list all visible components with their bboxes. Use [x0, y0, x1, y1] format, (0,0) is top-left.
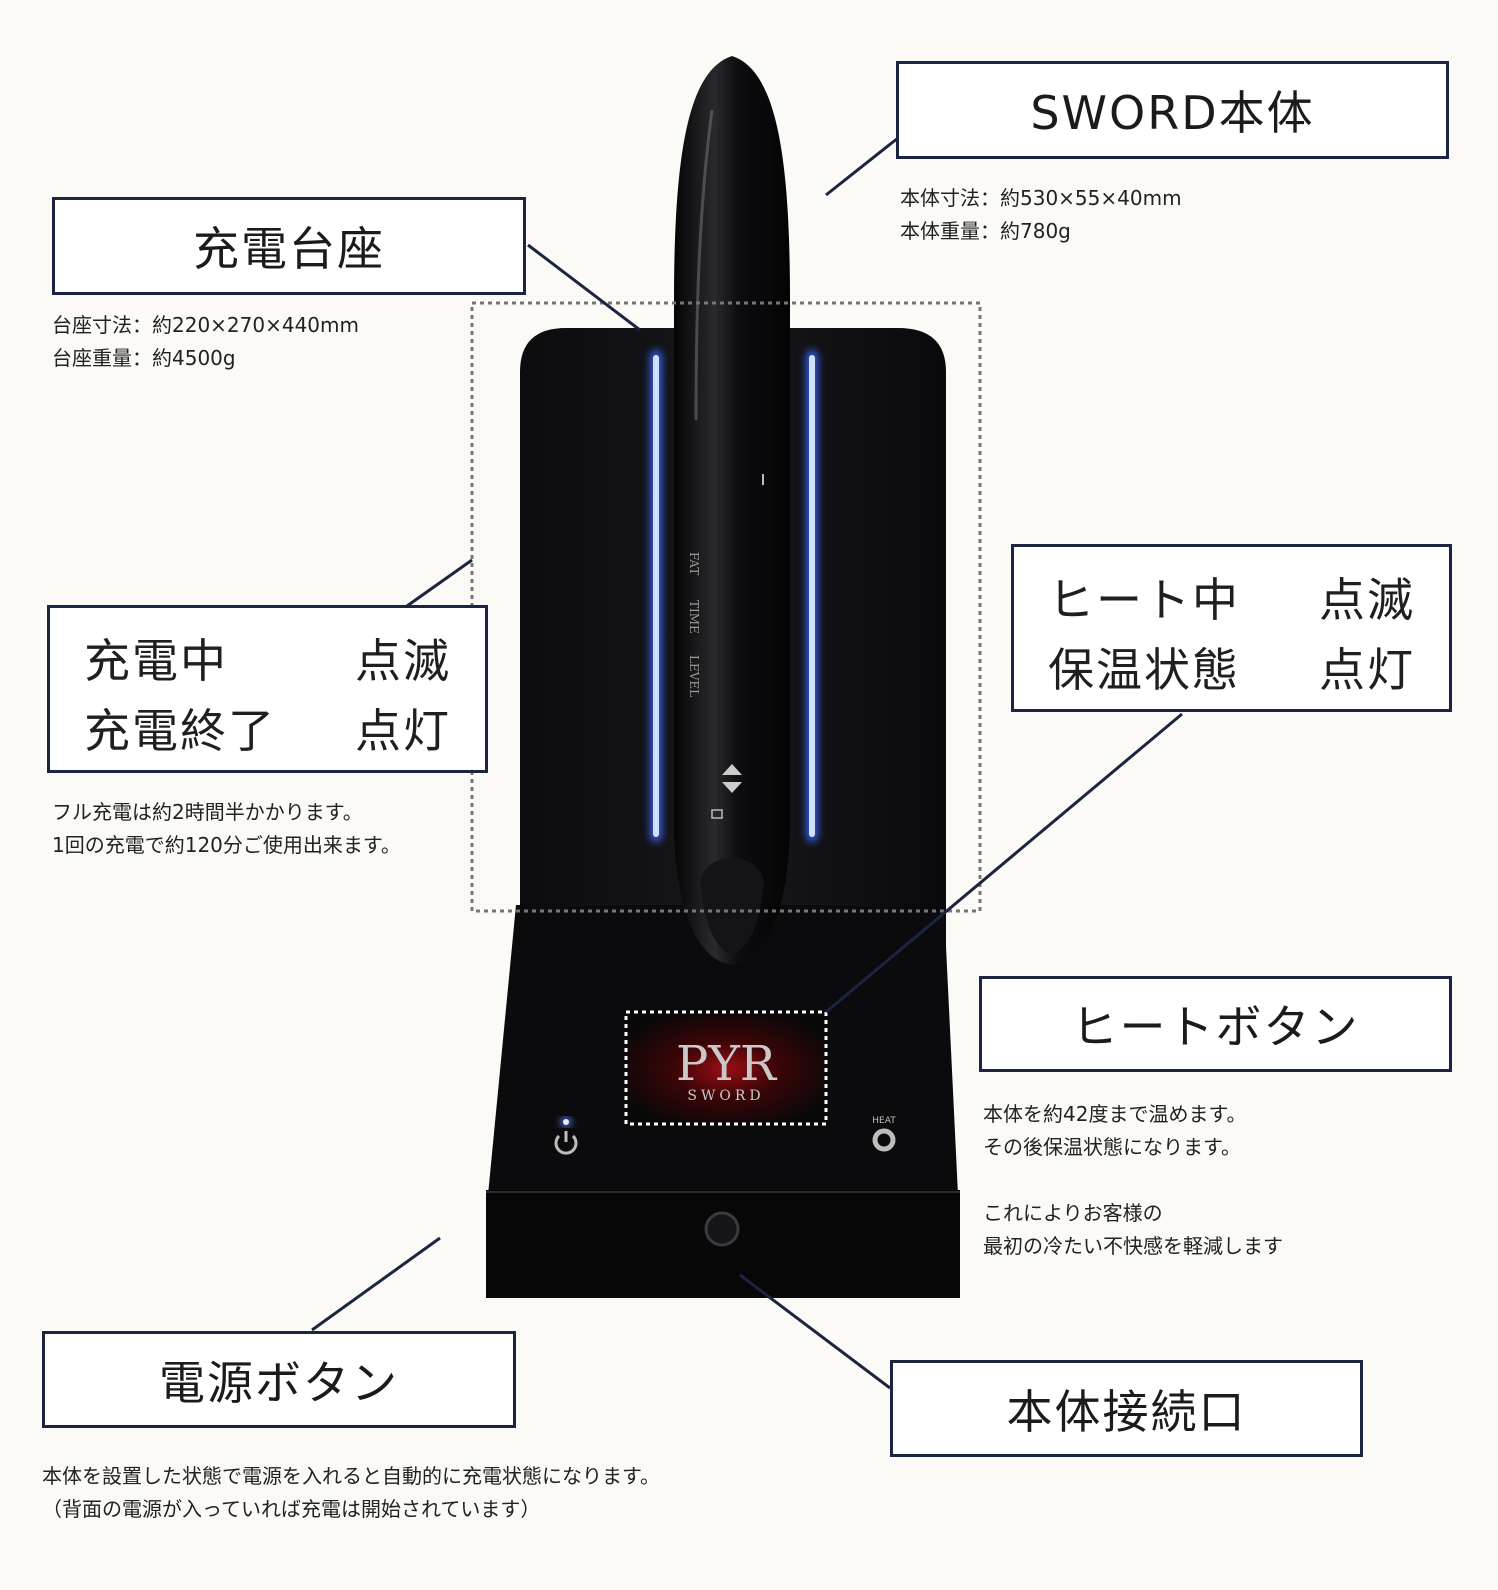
connector-title: 本体接続口: [1006, 1384, 1247, 1439]
heat-status-box: ヒート中 点滅 保温状態 点灯: [1011, 544, 1452, 712]
charging-status-box: 充電中 点滅 充電終了 点灯: [47, 605, 488, 773]
power-button-title: 電源ボタン: [159, 1355, 399, 1410]
logo-pyr: PYR: [676, 1036, 778, 1092]
blade-label-time: TIME: [687, 600, 701, 634]
logo-panel: [628, 1016, 824, 1122]
heat-state-label: 保温状態: [1048, 643, 1240, 697]
charging-indicator-label: 点灯: [355, 704, 451, 758]
charging-status-row: 充電終了 点灯: [84, 696, 451, 766]
heat-state-label: ヒート中: [1048, 573, 1240, 627]
sword-body-weight: 本体重量：約780g: [900, 219, 1071, 243]
charging-state-label: 充電終了: [84, 704, 276, 758]
charging-status-row: 充電中 点滅: [84, 626, 451, 696]
charging-time-note: フル充電は約2時間半かかります。: [52, 800, 363, 824]
heat-button-icon[interactable]: [872, 1128, 896, 1152]
connector-label: 本体接続口: [890, 1360, 1363, 1457]
charging-state-label: 充電中: [84, 634, 228, 688]
heat-button-label: ヒートボタン: [979, 976, 1452, 1072]
heat-label: HEAT: [872, 1116, 896, 1126]
charging-base-title: 充電台座: [193, 222, 385, 276]
logo-highlight: [624, 1010, 828, 1126]
svg-text:FAT: FAT: [687, 552, 701, 575]
charging-base-specs: 台座寸法：約220×270×440mm 台座重量：約4500g: [52, 309, 359, 375]
power-note: （背面の電源が入っていれば充電は開始されています）: [42, 1497, 541, 1521]
power-button-label: 電源ボタン: [42, 1331, 516, 1428]
heat-note: 最初の冷たい不快感を軽減します: [983, 1234, 1283, 1258]
heat-button-title: ヒートボタン: [1071, 1000, 1360, 1054]
sword-body-title: SWORD本体: [1030, 86, 1315, 140]
heat-note: 本体を約42度まで温めます。: [983, 1102, 1247, 1126]
power-note: 本体を設置した状態で電源を入れると自動的に充電状態になります。: [42, 1464, 660, 1488]
blade-label-fat: FAT: [687, 552, 701, 575]
charging-indicator-label: 点滅: [355, 634, 451, 688]
charging-base-label: 充電台座: [52, 197, 526, 295]
sword-body-dimensions: 本体寸法：約530×55×40mm: [900, 186, 1182, 210]
charging-base-dimensions: 台座寸法：約220×270×440mm: [52, 313, 360, 337]
heat-button-notes: 本体を約42度まで温めます。 その後保温状態になります。 これによりお客様の 最…: [983, 1098, 1283, 1263]
sword-body-specs: 本体寸法：約530×55×40mm 本体重量：約780g: [900, 182, 1182, 248]
blade-label-level: LEVEL: [687, 655, 701, 697]
logo-sword: SWORD: [687, 1088, 764, 1104]
heat-indicator-label: 点灯: [1319, 643, 1415, 697]
heat-note: その後保温状態になります。: [983, 1135, 1241, 1159]
heat-note: これによりお客様の: [983, 1201, 1163, 1225]
charging-base-weight: 台座重量：約4500g: [52, 346, 236, 370]
sword-blade: [674, 56, 790, 965]
usage-time-note: 1回の充電で約120分ご使用出来ます。: [52, 833, 401, 857]
charging-status-notes: フル充電は約2時間半かかります。 1回の充電で約120分ご使用出来ます。: [52, 796, 401, 862]
connector-port-icon: [704, 1211, 740, 1247]
heat-status-row: ヒート中 点滅: [1048, 565, 1415, 635]
svg-text:LEVEL: LEVEL: [687, 655, 701, 697]
heat-indicator-label: 点滅: [1319, 573, 1415, 627]
heat-note-spacer: [983, 1164, 1283, 1197]
power-button-notes: 本体を設置した状態で電源を入れると自動的に充電状態になります。 （背面の電源が入…: [42, 1460, 660, 1526]
power-icon[interactable]: [554, 1117, 578, 1155]
svg-text:TIME: TIME: [687, 600, 701, 634]
heat-status-row: 保温状態 点灯: [1048, 635, 1415, 705]
sword-body-label: SWORD本体: [896, 61, 1449, 159]
